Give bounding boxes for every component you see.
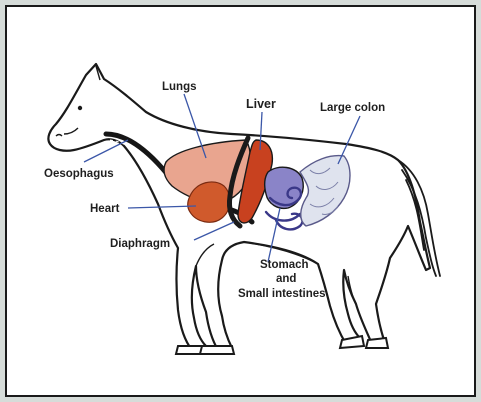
label-stomach-line2: and [276,273,296,285]
label-oesophagus: Oesophagus [44,168,114,180]
eye-icon [78,106,82,110]
label-stomach-line3: Small intestines [238,288,326,300]
label-large-colon: Large colon [320,102,385,114]
label-stomach-line1: Stomach [260,259,309,271]
label-heart: Heart [90,203,120,215]
hooves [176,336,388,354]
label-lungs: Lungs [162,81,197,93]
label-liver: Liver [246,97,276,111]
diagram-card: Lungs Liver Large colon Oesophagus Heart… [5,5,476,397]
label-diaphragm: Diaphragm [110,238,170,250]
